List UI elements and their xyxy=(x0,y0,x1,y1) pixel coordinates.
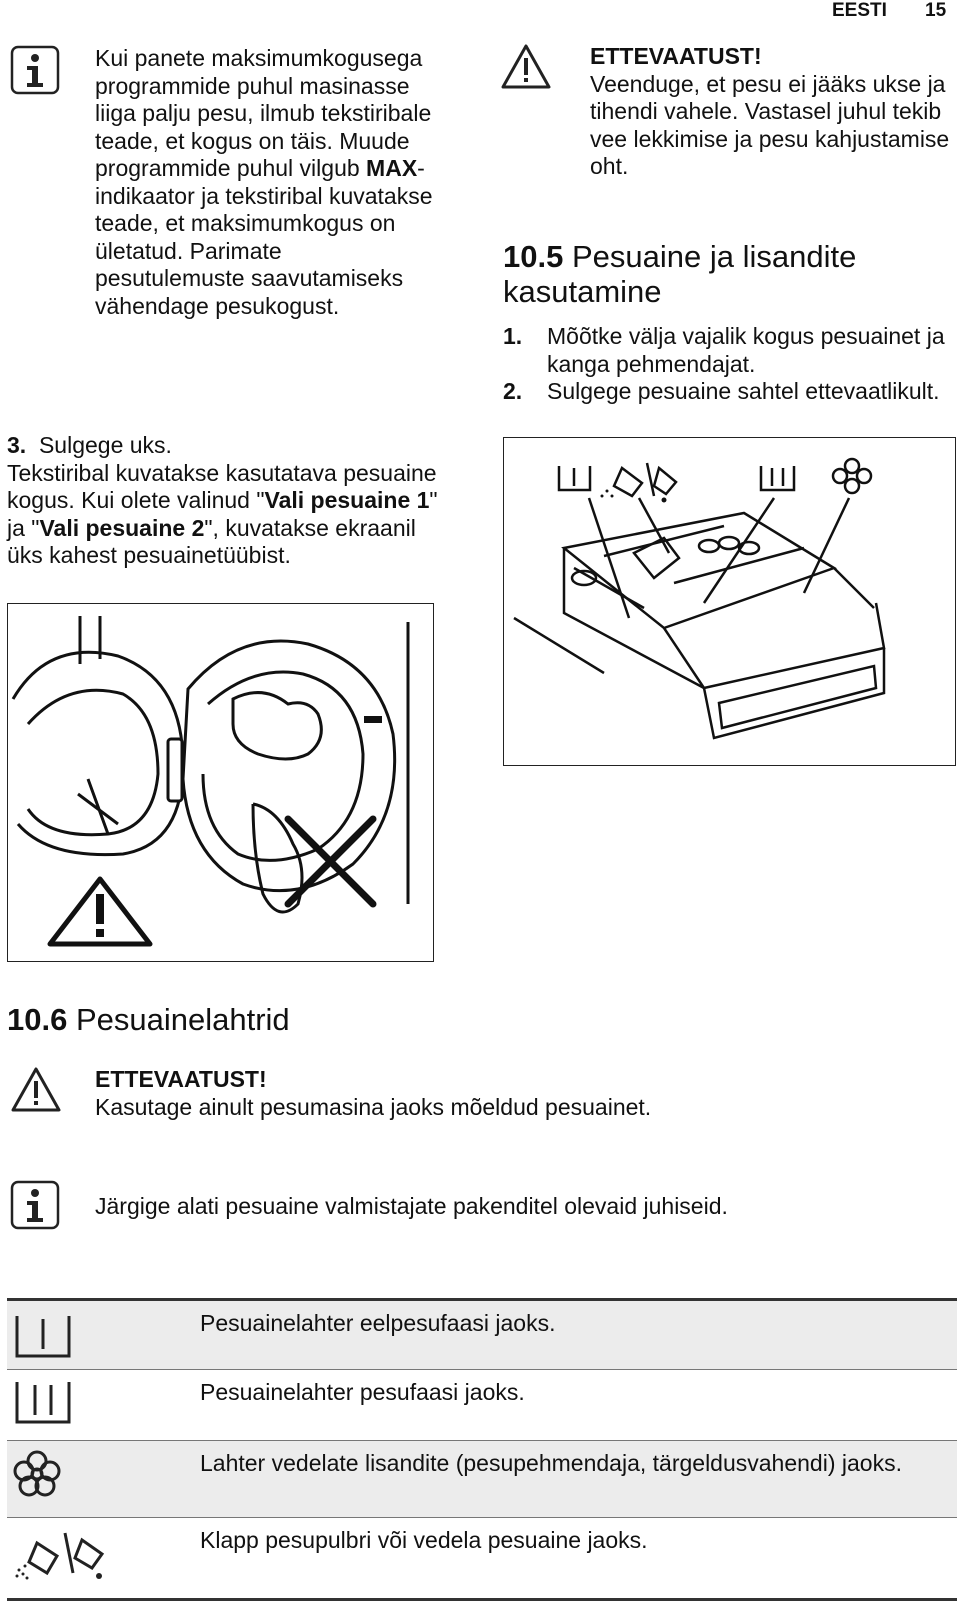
step-3-text: Tekstiribal kuvatakse kasutatava pesuain… xyxy=(7,460,442,570)
warning-icon xyxy=(10,1066,62,1114)
info-icon xyxy=(10,1180,60,1230)
caution-title-2: ETTEVAATUST! xyxy=(95,1066,267,1092)
section-10-5-title: 10.5 Pesuaine ja lisandite kasutamine xyxy=(503,239,943,309)
section-10-6-label: Pesuainelahtrid xyxy=(75,1002,290,1037)
step-3-title: Sulgege uks. xyxy=(38,432,172,458)
warning-icon xyxy=(47,876,153,947)
section-10-6-title: 10.6 Pesuainelahtrid xyxy=(7,1002,290,1037)
page-number: 15 xyxy=(925,0,947,21)
info-note-max: MAX xyxy=(366,155,418,181)
language-label: EESTI xyxy=(832,0,887,21)
step-3-bold-1: Vali pesuaine 1 xyxy=(264,487,430,513)
prewash-compartment-icon xyxy=(7,1301,187,1363)
compartment-table: Pesuainelahter eelpesufaasi jaoks. Pesua… xyxy=(7,1298,957,1601)
step-3-number: 3. xyxy=(7,432,27,458)
steps-list: 1. Mõõtke välja vajalik kogus pesuainet j… xyxy=(503,323,953,406)
section-10-6-number: 10.6 xyxy=(7,1002,68,1037)
caution-block-2: ETTEVAATUST! Kasutage ainult pesumasina … xyxy=(95,1066,935,1121)
softener-flower-icon xyxy=(7,1441,187,1511)
caution-title: ETTEVAATUST! xyxy=(590,43,762,69)
step-1-number: 1. xyxy=(503,323,523,349)
table-row: Pesuainelahter eelpesufaasi jaoks. xyxy=(7,1298,957,1369)
info-icon xyxy=(10,45,60,95)
step-2-number: 2. xyxy=(503,378,523,404)
info-text-2: Järgige alati pesuaine valmistajate pake… xyxy=(95,1193,728,1219)
step-3-text-2: " ja " xyxy=(7,487,438,541)
warning-icon xyxy=(500,43,552,91)
section-10-5-label: Pesuaine ja lisandite kasutamine xyxy=(503,239,857,309)
detergent-drawer-figure xyxy=(503,437,956,766)
step-1-text: Mõõtke välja vajalik kogus pesuainet ja … xyxy=(547,323,945,377)
caution-text-2: Kasutage ainult pesumasina jaoks mõeldud… xyxy=(95,1093,652,1120)
section-10-5-number: 10.5 xyxy=(503,239,564,274)
table-row: Lahter vedelate lisandite (pesupehmendaj… xyxy=(7,1440,957,1517)
step-3-bold-2: Vali pesuaine 2 xyxy=(39,514,205,541)
info-note-text: Kui panete maksimumkogusega programmide … xyxy=(95,45,435,320)
table-cell-text: Pesuainelahter eelpesufaasi jaoks. xyxy=(200,1310,556,1336)
step-2-text: Sulgege pesuaine sahtel ettevaatlikult. xyxy=(547,378,940,404)
info-note-text-1: Kui panete maksimumkogusega programmide … xyxy=(95,45,432,181)
table-cell-text: Lahter vedelate lisandite (pesupehmendaj… xyxy=(200,1450,902,1476)
washer-door-figure xyxy=(7,603,434,962)
step-3-text-1: Tekstiribal kuvatakse kasutatava pesuain… xyxy=(7,459,437,514)
table-row: Klapp pesupulbri või vedela pesuaine jao… xyxy=(7,1517,957,1601)
step-1: 1. Mõõtke välja vajalik kogus pesuainet j… xyxy=(503,323,953,378)
info-note-text-2: -indikaator ja tekstiribal kuvatakse tea… xyxy=(95,155,433,319)
step-2: 2. Sulgege pesuaine sahtel ettevaatlikult… xyxy=(503,378,953,406)
table-row: Pesuainelahter pesufaasi jaoks. xyxy=(7,1369,957,1440)
caution-block: ETTEVAATUST! Veenduge, et pesu ei jääks … xyxy=(590,43,950,181)
caution-text: Veenduge, et pesu ei jääks ukse ja tihen… xyxy=(590,70,950,180)
step-3: 3. Sulgege uks. Tekstiribal kuvatakse ka… xyxy=(7,432,442,570)
step-3-text-3: ", kuvatakse ekraanil üks kahest pesuain… xyxy=(7,514,416,569)
powder-liquid-flap-icon xyxy=(7,1518,187,1588)
table-cell-text: Pesuainelahter pesufaasi jaoks. xyxy=(200,1379,525,1405)
main-wash-compartment-icon xyxy=(7,1370,187,1432)
table-cell-text: Klapp pesupulbri või vedela pesuaine jao… xyxy=(200,1527,648,1553)
